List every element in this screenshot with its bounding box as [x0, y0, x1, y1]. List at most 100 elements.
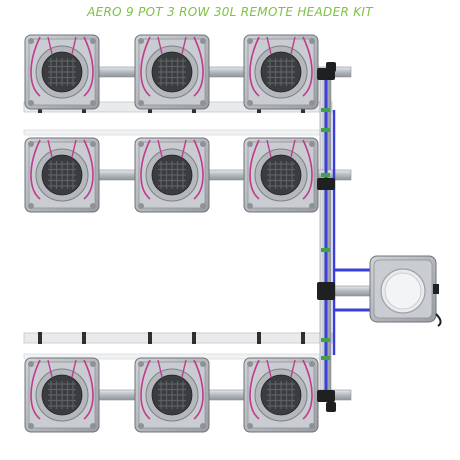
black-fitting — [317, 282, 335, 300]
pot-foot — [28, 423, 34, 429]
pot-foot — [247, 141, 253, 147]
drip-line — [249, 359, 260, 420]
drip-line — [83, 36, 94, 97]
green-clip — [321, 128, 330, 132]
pot-foot — [28, 203, 34, 209]
drip-line — [302, 36, 313, 97]
pot-foot — [90, 203, 96, 209]
pipe-cap — [326, 62, 336, 72]
drip-line — [157, 359, 163, 378]
fittings — [317, 62, 336, 412]
drip-line — [47, 139, 53, 158]
pot — [24, 34, 100, 110]
pot — [24, 137, 100, 213]
drip-line — [30, 139, 41, 200]
tank-cable — [435, 313, 442, 327]
green-clip — [321, 108, 330, 112]
pot — [24, 357, 100, 433]
drip-line — [266, 139, 272, 158]
connecting-pipes — [61, 66, 381, 401]
drip-line — [140, 36, 151, 97]
pot-foot — [247, 361, 253, 367]
drip-line — [249, 36, 260, 97]
green-clip — [321, 173, 330, 177]
pot-foot — [138, 100, 144, 106]
pot-foot — [309, 141, 315, 147]
green-clip — [321, 338, 330, 342]
pot-foot — [309, 203, 315, 209]
pot — [243, 357, 319, 433]
pot-foot — [28, 38, 34, 44]
pot-foot — [28, 141, 34, 147]
pot-foot — [200, 423, 206, 429]
drip-line — [71, 36, 77, 55]
pot-foot — [200, 203, 206, 209]
tank-lid-inner — [384, 272, 422, 310]
drip-line — [83, 359, 94, 420]
reservoir-tank — [369, 255, 442, 327]
drip-line — [302, 359, 313, 420]
header-bar — [23, 332, 333, 344]
drip-line — [71, 359, 77, 378]
pot-foot — [200, 38, 206, 44]
drip-line — [47, 36, 53, 55]
drip-line — [140, 139, 151, 200]
pot-foot — [309, 38, 315, 44]
black-fitting — [317, 178, 335, 190]
drip-line — [266, 36, 272, 55]
header-clip — [301, 332, 305, 344]
pipe-cap — [326, 402, 336, 412]
drip-line — [266, 359, 272, 378]
green-clip — [321, 248, 330, 252]
drip-line — [83, 139, 94, 200]
pot-foot — [247, 423, 253, 429]
pot-foot — [138, 423, 144, 429]
drip-line — [193, 36, 204, 97]
pot-foot — [247, 38, 253, 44]
drip-line — [30, 359, 41, 420]
pot-foot — [247, 203, 253, 209]
header-clip — [82, 332, 86, 344]
pot-foot — [90, 423, 96, 429]
pot-foot — [309, 361, 315, 367]
drip-line — [181, 139, 187, 158]
header-clip — [192, 332, 196, 344]
drip-line — [290, 139, 296, 158]
drip-line — [157, 139, 163, 158]
black-fitting — [317, 390, 335, 402]
drip-line — [302, 139, 313, 200]
pot — [243, 137, 319, 213]
pot-foot — [247, 100, 253, 106]
drip-line — [290, 359, 296, 378]
drip-line — [71, 139, 77, 158]
pot-foot — [138, 38, 144, 44]
drip-line — [290, 36, 296, 55]
header-bar — [23, 129, 325, 136]
pot-foot — [138, 361, 144, 367]
pot-foot — [138, 141, 144, 147]
header-clip — [257, 332, 261, 344]
pot — [134, 137, 210, 213]
drip-line — [30, 36, 41, 97]
pot-foot — [90, 141, 96, 147]
green-clip — [321, 356, 330, 360]
drip-line — [157, 36, 163, 55]
pot-foot — [28, 100, 34, 106]
pot-foot — [28, 361, 34, 367]
pot-foot — [309, 100, 315, 106]
pot-foot — [309, 423, 315, 429]
header-clip — [38, 332, 42, 344]
tank-fitting — [433, 284, 439, 294]
pot-foot — [200, 141, 206, 147]
pot-foot — [200, 100, 206, 106]
drip-line — [181, 359, 187, 378]
pot-foot — [90, 361, 96, 367]
pot-foot — [200, 361, 206, 367]
pot — [134, 34, 210, 110]
drip-line — [47, 359, 53, 378]
pots — [24, 34, 319, 433]
pot-foot — [138, 203, 144, 209]
pot-foot — [90, 38, 96, 44]
drip-line — [249, 139, 260, 200]
